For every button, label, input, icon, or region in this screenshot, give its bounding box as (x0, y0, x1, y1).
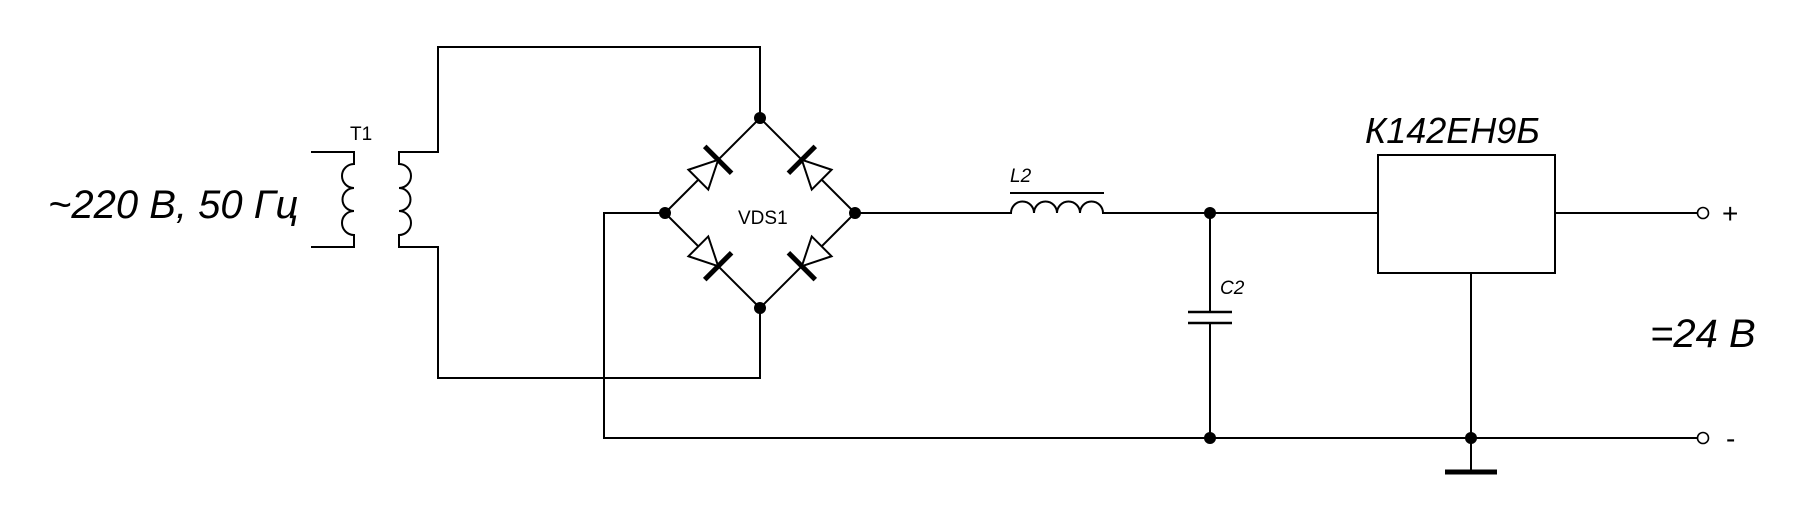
transformer-t1: T1 (311, 124, 439, 248)
wire-secondary-bottom (437, 246, 761, 379)
minus-label: - (1726, 423, 1735, 454)
plus-label: + (1722, 198, 1738, 229)
regulator-part-label: К142ЕН9Б (1365, 110, 1540, 151)
inductor-l2: L2 (1010, 166, 1104, 214)
inductor-ref-label: L2 (1010, 166, 1032, 187)
primary-winding (341, 163, 355, 236)
output-terminal-negative (1696, 431, 1710, 445)
secondary-winding (398, 163, 412, 236)
capacitor-c2: C2 (1188, 212, 1245, 439)
junction-dots (659, 112, 1477, 444)
diode-top-left (686, 144, 734, 192)
capacitor-ref-label: C2 (1220, 278, 1245, 299)
diode-top-right (786, 144, 834, 192)
wire-negative-rail (603, 212, 1698, 439)
output-terminal-positive (1696, 206, 1710, 220)
wire-secondary-top (437, 46, 761, 153)
transformer-ref-label: T1 (350, 124, 372, 145)
diode-bridge-vds1: VDS1 (663, 116, 857, 310)
diode-bottom-right (786, 234, 834, 282)
output-voltage-label: =24 В (1650, 312, 1756, 356)
diode-bottom-left (686, 234, 734, 282)
bridge-ref-label: VDS1 (738, 208, 788, 229)
voltage-regulator: К142ЕН9Б (1365, 110, 1698, 475)
input-voltage-label: ~220 В, 50 Гц (48, 183, 298, 227)
